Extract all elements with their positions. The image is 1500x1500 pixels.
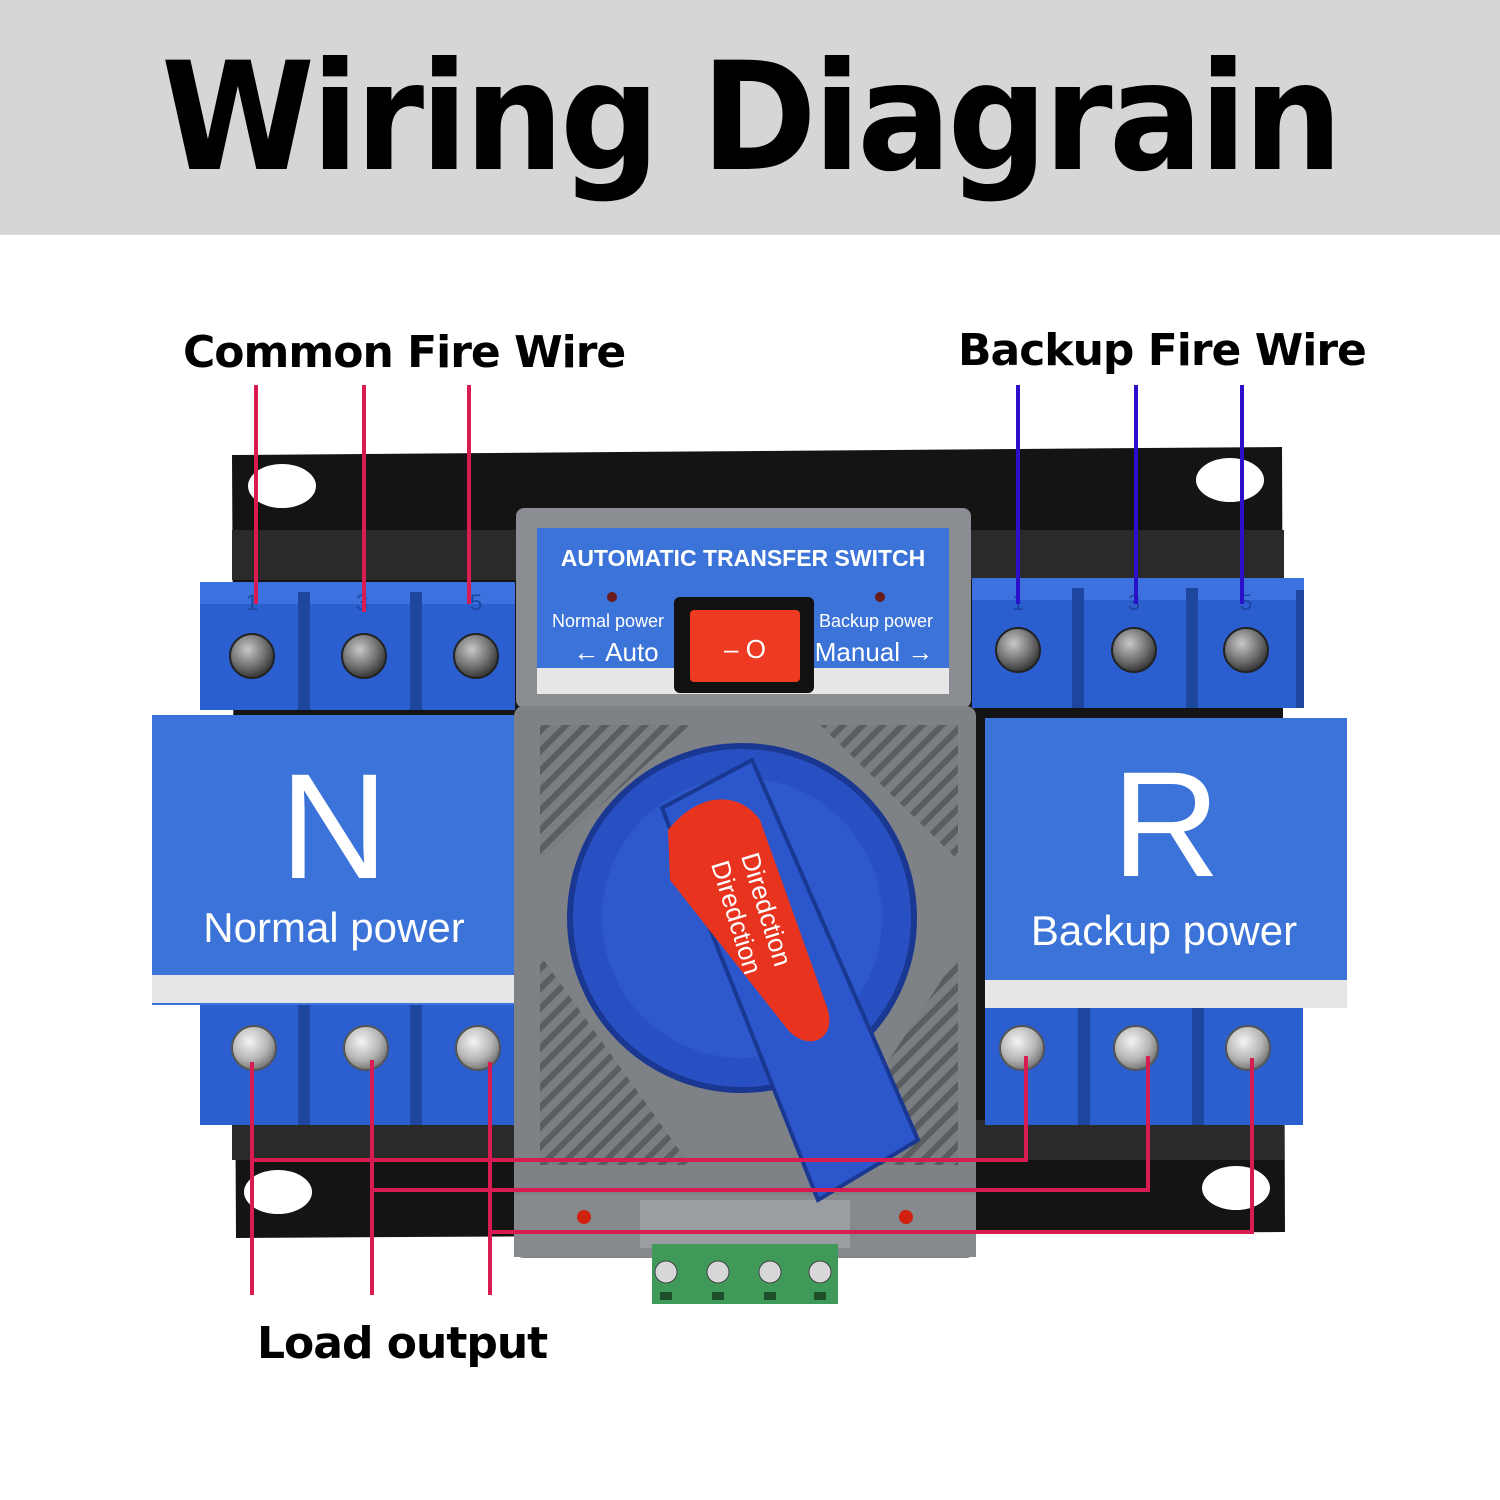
common-fire-wire-label: Common Fire Wire	[183, 327, 626, 378]
mounting-hole	[1202, 1166, 1270, 1210]
bottom-terminal-screws	[231, 1025, 1271, 1071]
common-fire-wires	[254, 385, 471, 612]
backup-fire-wire-label: Backup Fire Wire	[958, 325, 1367, 376]
vent-grille	[540, 725, 690, 860]
panel-title: AUTOMATIC TRANSFER SWITCH	[561, 545, 926, 571]
rotary-handle[interactable]: Diredction Diredction	[567, 743, 921, 1203]
load-output-wires	[250, 1056, 1254, 1295]
mounting-hole	[244, 1170, 312, 1214]
mounting-hole	[1196, 458, 1264, 502]
backup-power-label-block: R Backup power	[985, 718, 1347, 1008]
normal-power-label-block: N Normal power	[152, 715, 514, 1005]
backup-fire-wires	[1016, 385, 1244, 604]
rocker-switch[interactable]	[690, 610, 800, 682]
title-banner	[0, 0, 1500, 235]
manual-label: Manual →	[815, 637, 934, 667]
vent-grille	[540, 955, 690, 1165]
vent-grille	[820, 725, 958, 860]
auto-label: ← Auto	[573, 637, 658, 667]
rocker-switch-label: – O	[724, 634, 766, 664]
top-terminal-screws	[229, 627, 1269, 679]
indicator-led	[577, 1210, 591, 1224]
green-terminal-connector	[652, 1244, 838, 1304]
backup-power-caption: Backup power	[1031, 907, 1297, 954]
normal-power-small-label: Normal power	[552, 611, 664, 631]
normal-power-caption: Normal power	[203, 904, 464, 951]
page-title: Wiring Diagrain	[161, 31, 1343, 205]
mounting-hole	[248, 464, 316, 508]
letter-n: N	[280, 742, 388, 910]
letter-r: R	[1112, 740, 1220, 908]
indicator-led	[899, 1210, 913, 1224]
terminal-number: 5	[470, 590, 482, 615]
load-output-label: Load output	[257, 1318, 548, 1369]
backup-power-small-label: Backup power	[819, 611, 933, 631]
